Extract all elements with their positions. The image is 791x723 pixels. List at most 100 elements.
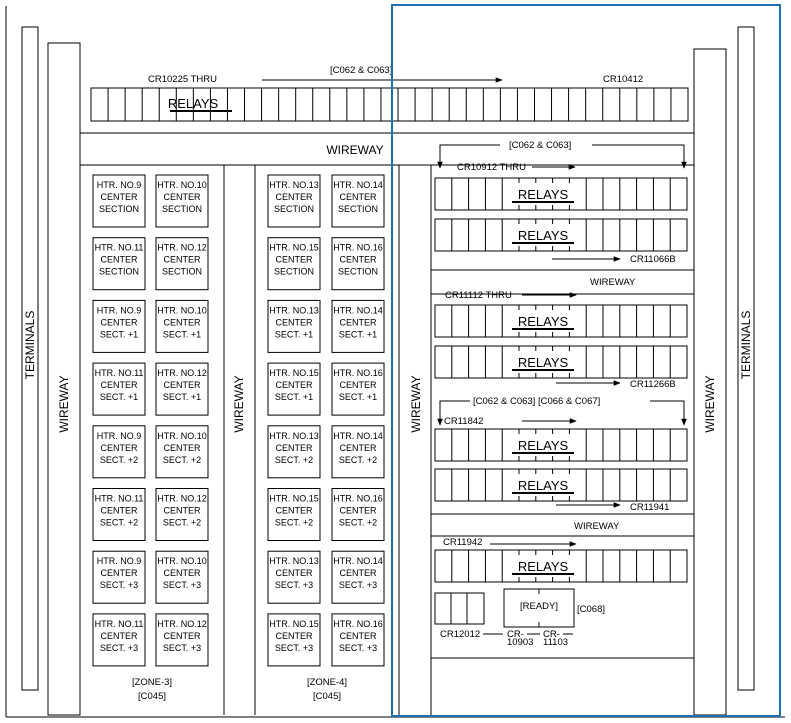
relays-label: RELAYS bbox=[518, 314, 569, 329]
heater-label: SECTION bbox=[338, 204, 378, 214]
terminal-strip-left bbox=[21, 26, 39, 691]
c068-label: [C068] bbox=[577, 604, 605, 615]
heater-box bbox=[92, 613, 146, 667]
heater-box bbox=[331, 488, 385, 541]
heater-label: CENTER bbox=[339, 192, 377, 202]
relay-label-mask bbox=[514, 351, 572, 373]
heater-box bbox=[155, 488, 209, 541]
heater-label: SECT. +2 bbox=[275, 518, 313, 528]
heater-label: CENTER bbox=[163, 631, 201, 641]
heater-box bbox=[267, 362, 321, 416]
heater-label: HTR. NO.15 bbox=[269, 243, 319, 253]
heater-label: SECTION bbox=[338, 267, 378, 277]
heater-box bbox=[267, 299, 321, 353]
wireway-2-label: WIREWAY bbox=[590, 277, 636, 288]
heater-box bbox=[331, 174, 385, 228]
top-relay-row bbox=[90, 87, 689, 122]
heater-box bbox=[155, 237, 209, 291]
heater-label: SECT. +2 bbox=[100, 518, 138, 528]
heater-box bbox=[92, 425, 146, 479]
zone-4-label: [ZONE-4] bbox=[307, 677, 347, 688]
heater-label: HTR. NO.11 bbox=[95, 368, 144, 378]
terminals-label-left: TERMINALS bbox=[23, 311, 37, 380]
group1-arrow-right bbox=[592, 144, 687, 169]
heater-box bbox=[331, 613, 385, 667]
heater-label: HTR. NO.15 bbox=[269, 494, 319, 504]
heater-label: SECT. +3 bbox=[100, 643, 138, 653]
relay-bank bbox=[434, 428, 688, 462]
heater-box bbox=[331, 362, 385, 416]
heater-label: HTR. NO.16 bbox=[333, 243, 383, 253]
relay-label-mask bbox=[514, 310, 572, 332]
heater-label: SECT. +1 bbox=[339, 392, 377, 402]
heater-label: HTR. NO.11 bbox=[95, 243, 144, 253]
heater-label: HTR. NO.16 bbox=[333, 494, 383, 504]
heater-label: SECT. +2 bbox=[339, 455, 377, 465]
zone-3-code: [C045] bbox=[138, 691, 166, 702]
heater-label: CENTER bbox=[163, 317, 201, 327]
top-row-end-label: CR10412 bbox=[603, 74, 643, 85]
heater-box bbox=[331, 299, 385, 353]
cr-a-line2: 10903 bbox=[507, 637, 533, 648]
heater-label: SECT. +1 bbox=[163, 392, 201, 402]
wireway-3-label: WIREWAY bbox=[574, 521, 620, 532]
wireway-label-right-panel: WIREWAY bbox=[409, 375, 423, 432]
heater-box bbox=[92, 362, 146, 416]
group1-range-label: [C062 & C063] bbox=[509, 140, 571, 151]
heater-label: CENTER bbox=[100, 506, 138, 516]
wireway-label-mid: WIREWAY bbox=[232, 375, 246, 432]
heater-label: CENTER bbox=[339, 631, 377, 641]
heater-label: HTR. NO.16 bbox=[333, 368, 383, 378]
heater-box bbox=[267, 237, 321, 291]
group4-start-label: CR11942 bbox=[443, 537, 482, 548]
wireway-horizontal-label: WIREWAY bbox=[326, 143, 383, 157]
heater-label: HTR. NO.14 bbox=[333, 556, 383, 566]
group3-start-label: CR11842 bbox=[444, 416, 483, 427]
heater-label: HTR. NO.13 bbox=[269, 305, 319, 315]
relay-bank bbox=[434, 218, 688, 252]
heater-box bbox=[92, 299, 146, 353]
group3-arrow-right bbox=[650, 400, 687, 426]
heater-label: CENTER bbox=[163, 506, 201, 516]
top-relay-strip bbox=[90, 87, 689, 122]
heater-label: SECT. +3 bbox=[339, 580, 377, 590]
heater-box bbox=[267, 488, 321, 541]
relay-bank bbox=[434, 345, 688, 379]
heater-label: SECT. +3 bbox=[339, 643, 377, 653]
group2-start-label: CR11112 THRU bbox=[445, 290, 512, 301]
heater-label: HTR. NO.12 bbox=[157, 619, 207, 629]
relays-label: RELAYS bbox=[518, 438, 569, 453]
heater-label: SECT. +2 bbox=[163, 518, 201, 528]
heater-label: HTR. NO.9 bbox=[97, 431, 142, 441]
heater-box bbox=[92, 237, 146, 291]
heater-box bbox=[331, 550, 385, 604]
heater-box bbox=[155, 299, 209, 353]
zone-4-code: [C045] bbox=[313, 691, 341, 702]
wireway-left bbox=[47, 42, 81, 716]
heater-label: SECT. +2 bbox=[163, 455, 201, 465]
terminal-strip-right bbox=[737, 26, 755, 691]
heater-label: HTR. NO.12 bbox=[157, 243, 207, 253]
heater-label: CENTER bbox=[339, 255, 377, 265]
relay-label-mask bbox=[514, 555, 572, 577]
heater-label: HTR. NO.14 bbox=[333, 180, 383, 190]
heater-label: SECTION bbox=[162, 204, 202, 214]
heater-label: HTR. NO.9 bbox=[97, 556, 142, 566]
heater-label: CENTER bbox=[275, 443, 313, 453]
heater-label: HTR. NO.15 bbox=[269, 619, 319, 629]
heater-label: CENTER bbox=[100, 380, 138, 390]
top-row-range-label: [C062 & C063] bbox=[330, 65, 392, 76]
group2-end-label: CR11266B bbox=[630, 379, 676, 390]
heater-label: SECT. +1 bbox=[275, 392, 313, 402]
small-relay-3 bbox=[466, 592, 485, 625]
heater-label: CENTER bbox=[163, 443, 201, 453]
group3-range-label: [C062 & C063] [C066 & C067] bbox=[473, 396, 600, 407]
heater-label: HTR. NO.12 bbox=[157, 368, 207, 378]
heater-label: SECT. +3 bbox=[163, 580, 201, 590]
heater-label: CENTER bbox=[339, 443, 377, 453]
heater-label: HTR. NO.14 bbox=[333, 431, 383, 441]
relay-label-mask bbox=[514, 474, 572, 496]
heater-label: HTR. NO.9 bbox=[97, 180, 142, 190]
